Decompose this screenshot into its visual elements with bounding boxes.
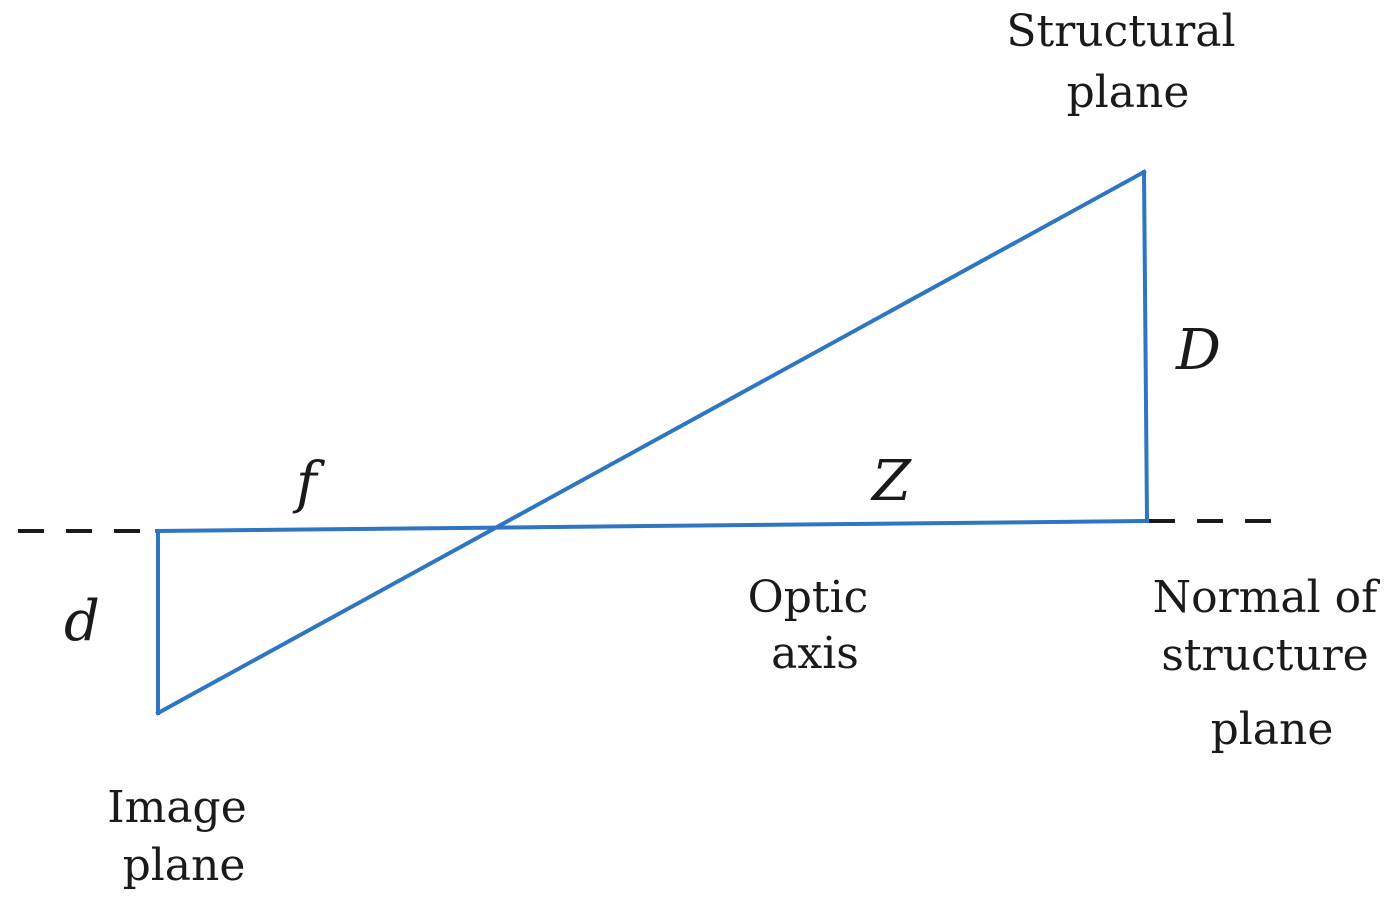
optic-axis-caption: Optic axis (748, 572, 883, 679)
label-d: d (64, 589, 100, 654)
image-plane-caption: Image plane (107, 782, 261, 891)
label-f: f (292, 451, 326, 516)
projection-ray (155, 169, 1147, 716)
optic-axis-line (154, 518, 1150, 534)
structural-plane-caption: Structural plane (1006, 6, 1249, 118)
normal-of-structure-plane-caption: Normal of structure plane (1153, 572, 1392, 755)
label-D: D (1175, 318, 1221, 383)
structural-plane-line (1141, 169, 1150, 524)
label-Z: Z (870, 449, 912, 514)
